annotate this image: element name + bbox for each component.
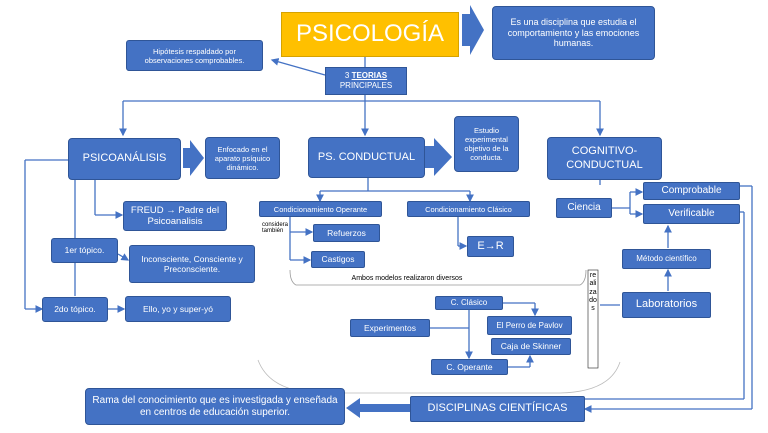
method-label: Método científico bbox=[636, 254, 697, 264]
models-note: Ambos modelos realizaron diversos bbox=[351, 275, 463, 282]
freud-text: FREUD → Padre del Psicoanalisis bbox=[130, 204, 220, 227]
method-box: Método científico bbox=[622, 249, 711, 269]
er-box: E→R bbox=[467, 236, 514, 257]
conductual-title: PS. CONDUCTUAL bbox=[317, 150, 416, 163]
psicoanalisis-title: PSICOANÁLISIS bbox=[82, 152, 167, 165]
hypothesis-text: Hipótesis respaldado por observaciones c… bbox=[144, 46, 245, 65]
psicoanalisis-focus: Enfocado en el aparato psíquico dinámico… bbox=[214, 144, 271, 172]
topic1-desc: Inconsciente, Consciente y Preconsciente… bbox=[141, 253, 243, 274]
topic1-desc-box: Inconsciente, Consciente y Preconsciente… bbox=[129, 245, 255, 283]
verifiable-label: Verificable bbox=[668, 208, 715, 219]
c-classic-box: C. Clásico bbox=[435, 296, 503, 310]
c-classic-label: C. Clásico bbox=[450, 298, 488, 308]
punishments-label: Castigos bbox=[321, 254, 355, 265]
topic2-label: 2do tópico. bbox=[54, 304, 96, 315]
considers-note: considera también bbox=[262, 222, 289, 234]
punishments-box: Castigos bbox=[311, 251, 365, 268]
disciplines-label: DISCIPLINAS CIENTÍFICAS bbox=[427, 402, 568, 415]
cognitivo-box: COGNITIVO-CONDUCTUAL bbox=[547, 137, 662, 180]
branch-text: Rama del conocimiento que es investigada… bbox=[92, 394, 338, 418]
reinforcements-box: Refuerzos bbox=[313, 224, 380, 242]
topic2-box: 2do tópico. bbox=[42, 297, 108, 322]
branch-box: Rama del conocimiento que es investigada… bbox=[85, 388, 345, 425]
page-title: PSICOLOGÍA bbox=[295, 20, 445, 48]
topic1-label: 1er tópico. bbox=[64, 245, 105, 256]
verifiable-box: Verificable bbox=[643, 204, 740, 224]
operant-label: Condicionamiento Operante bbox=[273, 204, 368, 214]
freud-box: FREUD → Padre del Psicoanalisis bbox=[123, 201, 227, 231]
theories-word: TEORIAS bbox=[351, 71, 388, 81]
operant-box: Condicionamiento Operante bbox=[259, 201, 382, 217]
pavlov-label: El Perro de Pavlov bbox=[496, 320, 563, 330]
cognitivo-title: COGNITIVO-CONDUCTUAL bbox=[566, 145, 643, 171]
topic2-desc: Ello, yo y super-yó bbox=[143, 303, 213, 314]
skinner-box: Caja de Skinner bbox=[491, 338, 571, 355]
pavlov-box: El Perro de Pavlov bbox=[487, 316, 572, 335]
science-label: Ciencia bbox=[567, 202, 601, 213]
c-operant-box: C. Operante bbox=[431, 359, 508, 375]
labs-box: Laboratorios bbox=[622, 292, 711, 318]
conductual-study: Estudio experimental objetivo de la cond… bbox=[464, 126, 509, 162]
realizados-note: realizados bbox=[589, 272, 597, 313]
conductual-study-box: Estudio experimental objetivo de la cond… bbox=[454, 116, 519, 172]
topic1-box: 1er tópico. bbox=[51, 238, 118, 263]
theories-box: 3 TEORIAS PRINCIPALES bbox=[325, 67, 407, 95]
er-label: E→R bbox=[477, 239, 504, 252]
psicoanalisis-box: PSICOANÁLISIS bbox=[68, 138, 181, 180]
theories-suffix: PRINCIPALES bbox=[339, 81, 393, 90]
labs-label: Laboratorios bbox=[635, 298, 698, 311]
experiments-box: Experimentos bbox=[350, 319, 430, 337]
topic2-desc-box: Ello, yo y super-yó bbox=[125, 296, 231, 322]
disciplines-box: DISCIPLINAS CIENTÍFICAS bbox=[410, 396, 585, 422]
title-box: PSICOLOGÍA bbox=[281, 12, 459, 57]
definition-box: Es una disciplina que estudia el comport… bbox=[492, 6, 655, 60]
reinforcements-label: Refuerzos bbox=[327, 227, 366, 238]
conductual-box: PS. CONDUCTUAL bbox=[308, 137, 425, 178]
definition-text: Es una disciplina que estudia el comport… bbox=[507, 16, 640, 49]
psicoanalisis-focus-box: Enfocado en el aparato psíquico dinámico… bbox=[205, 137, 280, 179]
c-operant-label: C. Operante bbox=[446, 361, 493, 372]
theories-line-1: 3 TEORIAS bbox=[345, 71, 387, 81]
science-box: Ciencia bbox=[556, 198, 612, 218]
theories-prefix: 3 bbox=[344, 71, 350, 81]
hypothesis-box: Hipótesis respaldado por observaciones c… bbox=[126, 40, 263, 71]
skinner-label: Caja de Skinner bbox=[500, 341, 562, 352]
experiments-label: Experimentos bbox=[364, 322, 416, 333]
classic-box: Condicionamiento Clásico bbox=[407, 201, 530, 217]
classic-label: Condicionamiento Clásico bbox=[425, 204, 512, 214]
provable-box: Comprobable bbox=[643, 182, 740, 200]
provable-label: Comprobable bbox=[661, 185, 722, 196]
